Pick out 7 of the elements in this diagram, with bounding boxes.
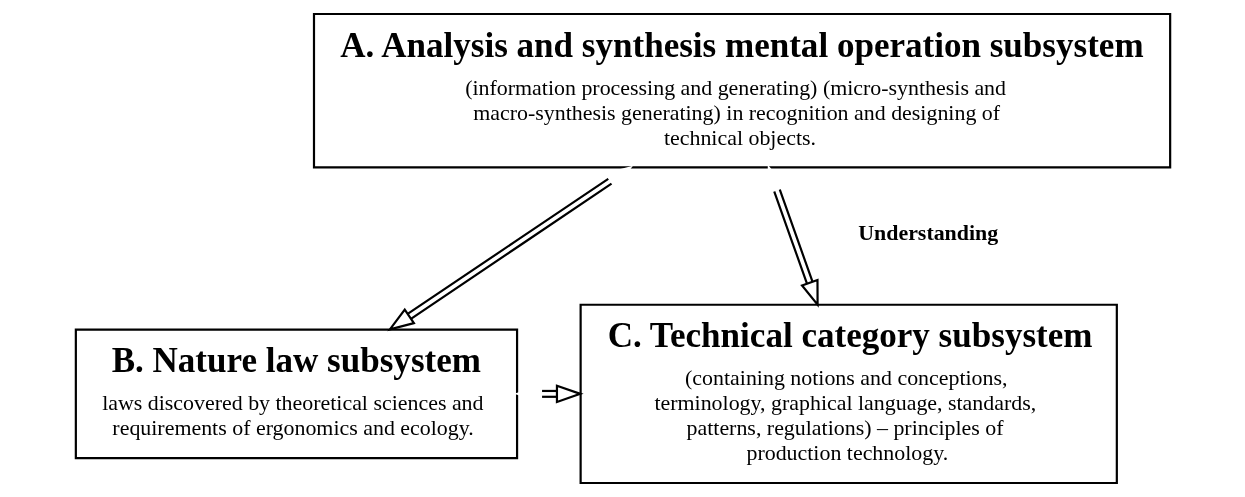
node-box: A. Analysis and synthesis mental operation subsystem (information processing and generating) (micro-synthesis and macro-synthesis generating) in recognition and designing of technical objects. [312, 12, 1171, 169]
label: Understanding [857, 219, 998, 245]
node-box: B. Nature law subsystem laws discovered by theoretical sciences and requirements of ergonomics and ecology. [74, 328, 518, 460]
node-box: C. Technical category subsystem (containing notions and conceptions, terminology, graphical language, standards, patterns, regulations) – principles of production technology. [579, 303, 1118, 485]
arrow [767, 164, 819, 308]
arrow [513, 384, 584, 404]
arrow [386, 165, 633, 332]
